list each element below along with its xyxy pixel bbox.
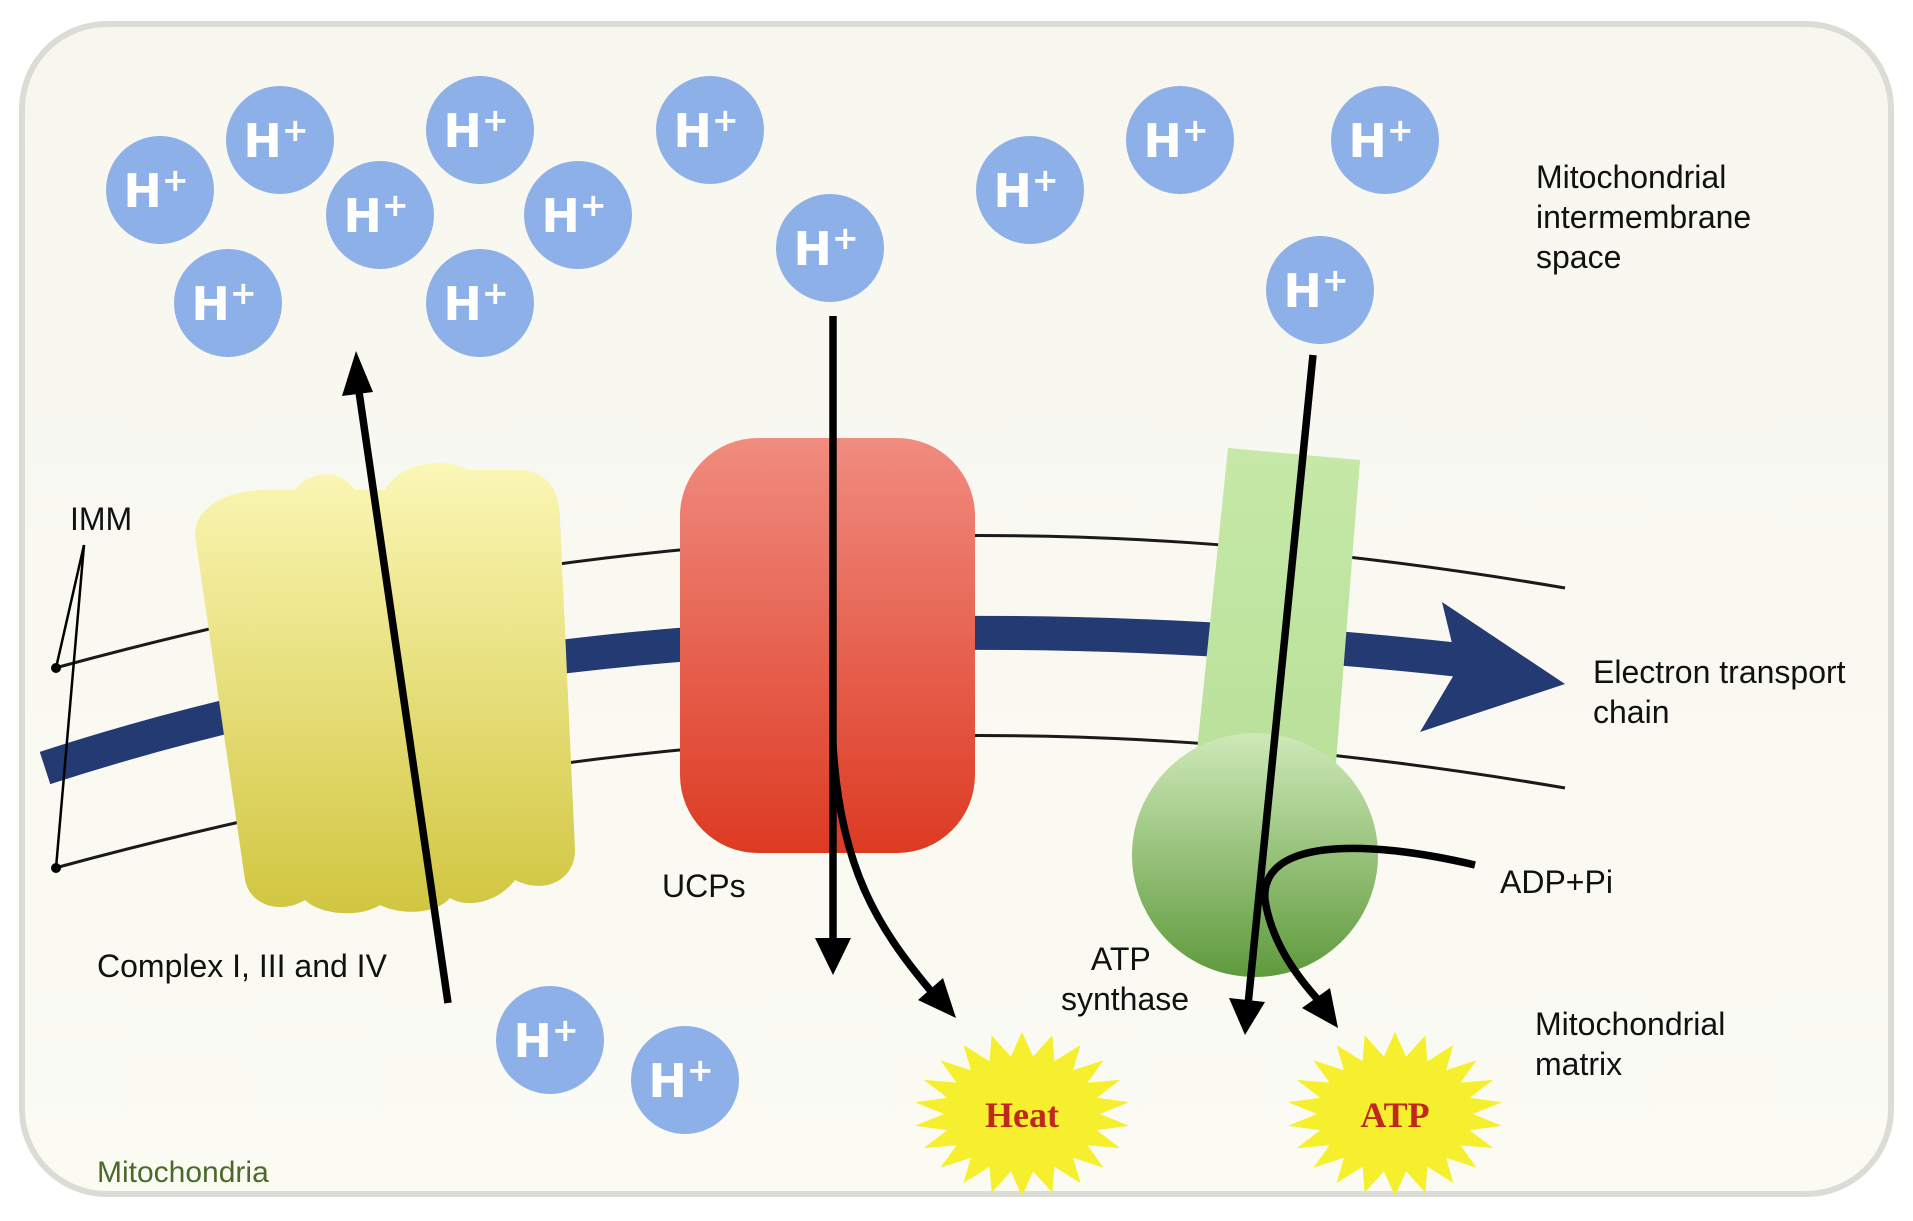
proton-circle — [631, 1026, 739, 1134]
proton-circle — [1126, 86, 1234, 194]
matrix-label: Mitochondrial matrix — [1535, 1006, 1734, 1082]
proton: H+ — [426, 76, 534, 184]
proton: H+ — [1331, 86, 1439, 194]
proton-circle — [426, 76, 534, 184]
proton: H+ — [226, 86, 334, 194]
proton: H+ — [524, 161, 632, 269]
proton-label: H+ — [1348, 111, 1413, 168]
ucps-label: UCPs — [662, 868, 746, 904]
atp-synthase-label: ATP synthase — [1061, 941, 1189, 1017]
atp-synthase — [1132, 448, 1378, 977]
mitochondria-label: Mitochondria — [97, 1156, 269, 1189]
imm-label: IMM — [70, 501, 132, 537]
proton: H+ — [106, 136, 214, 244]
proton-circle — [174, 249, 282, 357]
atp-burst: ATP — [1288, 1032, 1502, 1196]
proton: H+ — [174, 249, 282, 357]
matrix-line-1: Mitochondrial — [1535, 1006, 1725, 1042]
proton: H+ — [426, 249, 534, 357]
respiratory-complexes — [195, 462, 575, 914]
complexes-label: Complex I, III and IV — [97, 948, 388, 984]
proton: H+ — [326, 161, 434, 269]
proton-circle — [524, 161, 632, 269]
heat-burst: Heat — [915, 1032, 1129, 1196]
adp-pi-label: ADP+Pi — [1500, 864, 1613, 900]
imm-pointer — [51, 544, 86, 873]
proton-circle — [426, 249, 534, 357]
intermembrane-line-2: intermembrane — [1536, 199, 1751, 235]
intermembrane-line-3: space — [1536, 239, 1621, 275]
proton-label: H+ — [123, 161, 188, 218]
matrix-line-2: matrix — [1535, 1046, 1622, 1082]
etc-label: Electron transport chain — [1593, 654, 1854, 730]
ucp-protein — [680, 438, 975, 853]
etc-line-1: Electron transport — [1593, 654, 1846, 690]
proton: H+ — [496, 986, 604, 1094]
proton: H+ — [776, 194, 884, 302]
protons: H+H+H+H+H+H+H+H+H+H+H+H+H+H+H+ — [106, 76, 1439, 1134]
intermembrane-label: Mitochondrial intermembrane space — [1536, 159, 1760, 275]
proton-circle — [656, 76, 764, 184]
proton: H+ — [1126, 86, 1234, 194]
heat-burst-shape — [915, 1032, 1129, 1196]
proton: H+ — [631, 1026, 739, 1134]
etc-line-2: chain — [1593, 694, 1670, 730]
proton-circle — [326, 161, 434, 269]
proton: H+ — [976, 136, 1084, 244]
proton: H+ — [656, 76, 764, 184]
proton-circle — [496, 986, 604, 1094]
atp-burst-shape — [1288, 1032, 1502, 1196]
atp-label: ATP — [1360, 1095, 1429, 1135]
proton-circle — [1331, 86, 1439, 194]
atp-synthase-line-1: ATP — [1091, 941, 1150, 977]
proton-label: H+ — [1283, 261, 1348, 318]
proton-label: H+ — [793, 219, 858, 276]
proton-circle — [1266, 236, 1374, 344]
proton: H+ — [1266, 236, 1374, 344]
heat-label: Heat — [985, 1095, 1059, 1135]
atp-synthase-line-2: synthase — [1061, 981, 1189, 1017]
intermembrane-line-1: Mitochondrial — [1536, 159, 1726, 195]
proton-circle — [776, 194, 884, 302]
proton-flux-arrows — [342, 316, 1476, 1035]
proton-circle — [226, 86, 334, 194]
proton-circle — [106, 136, 214, 244]
proton-circle — [976, 136, 1084, 244]
